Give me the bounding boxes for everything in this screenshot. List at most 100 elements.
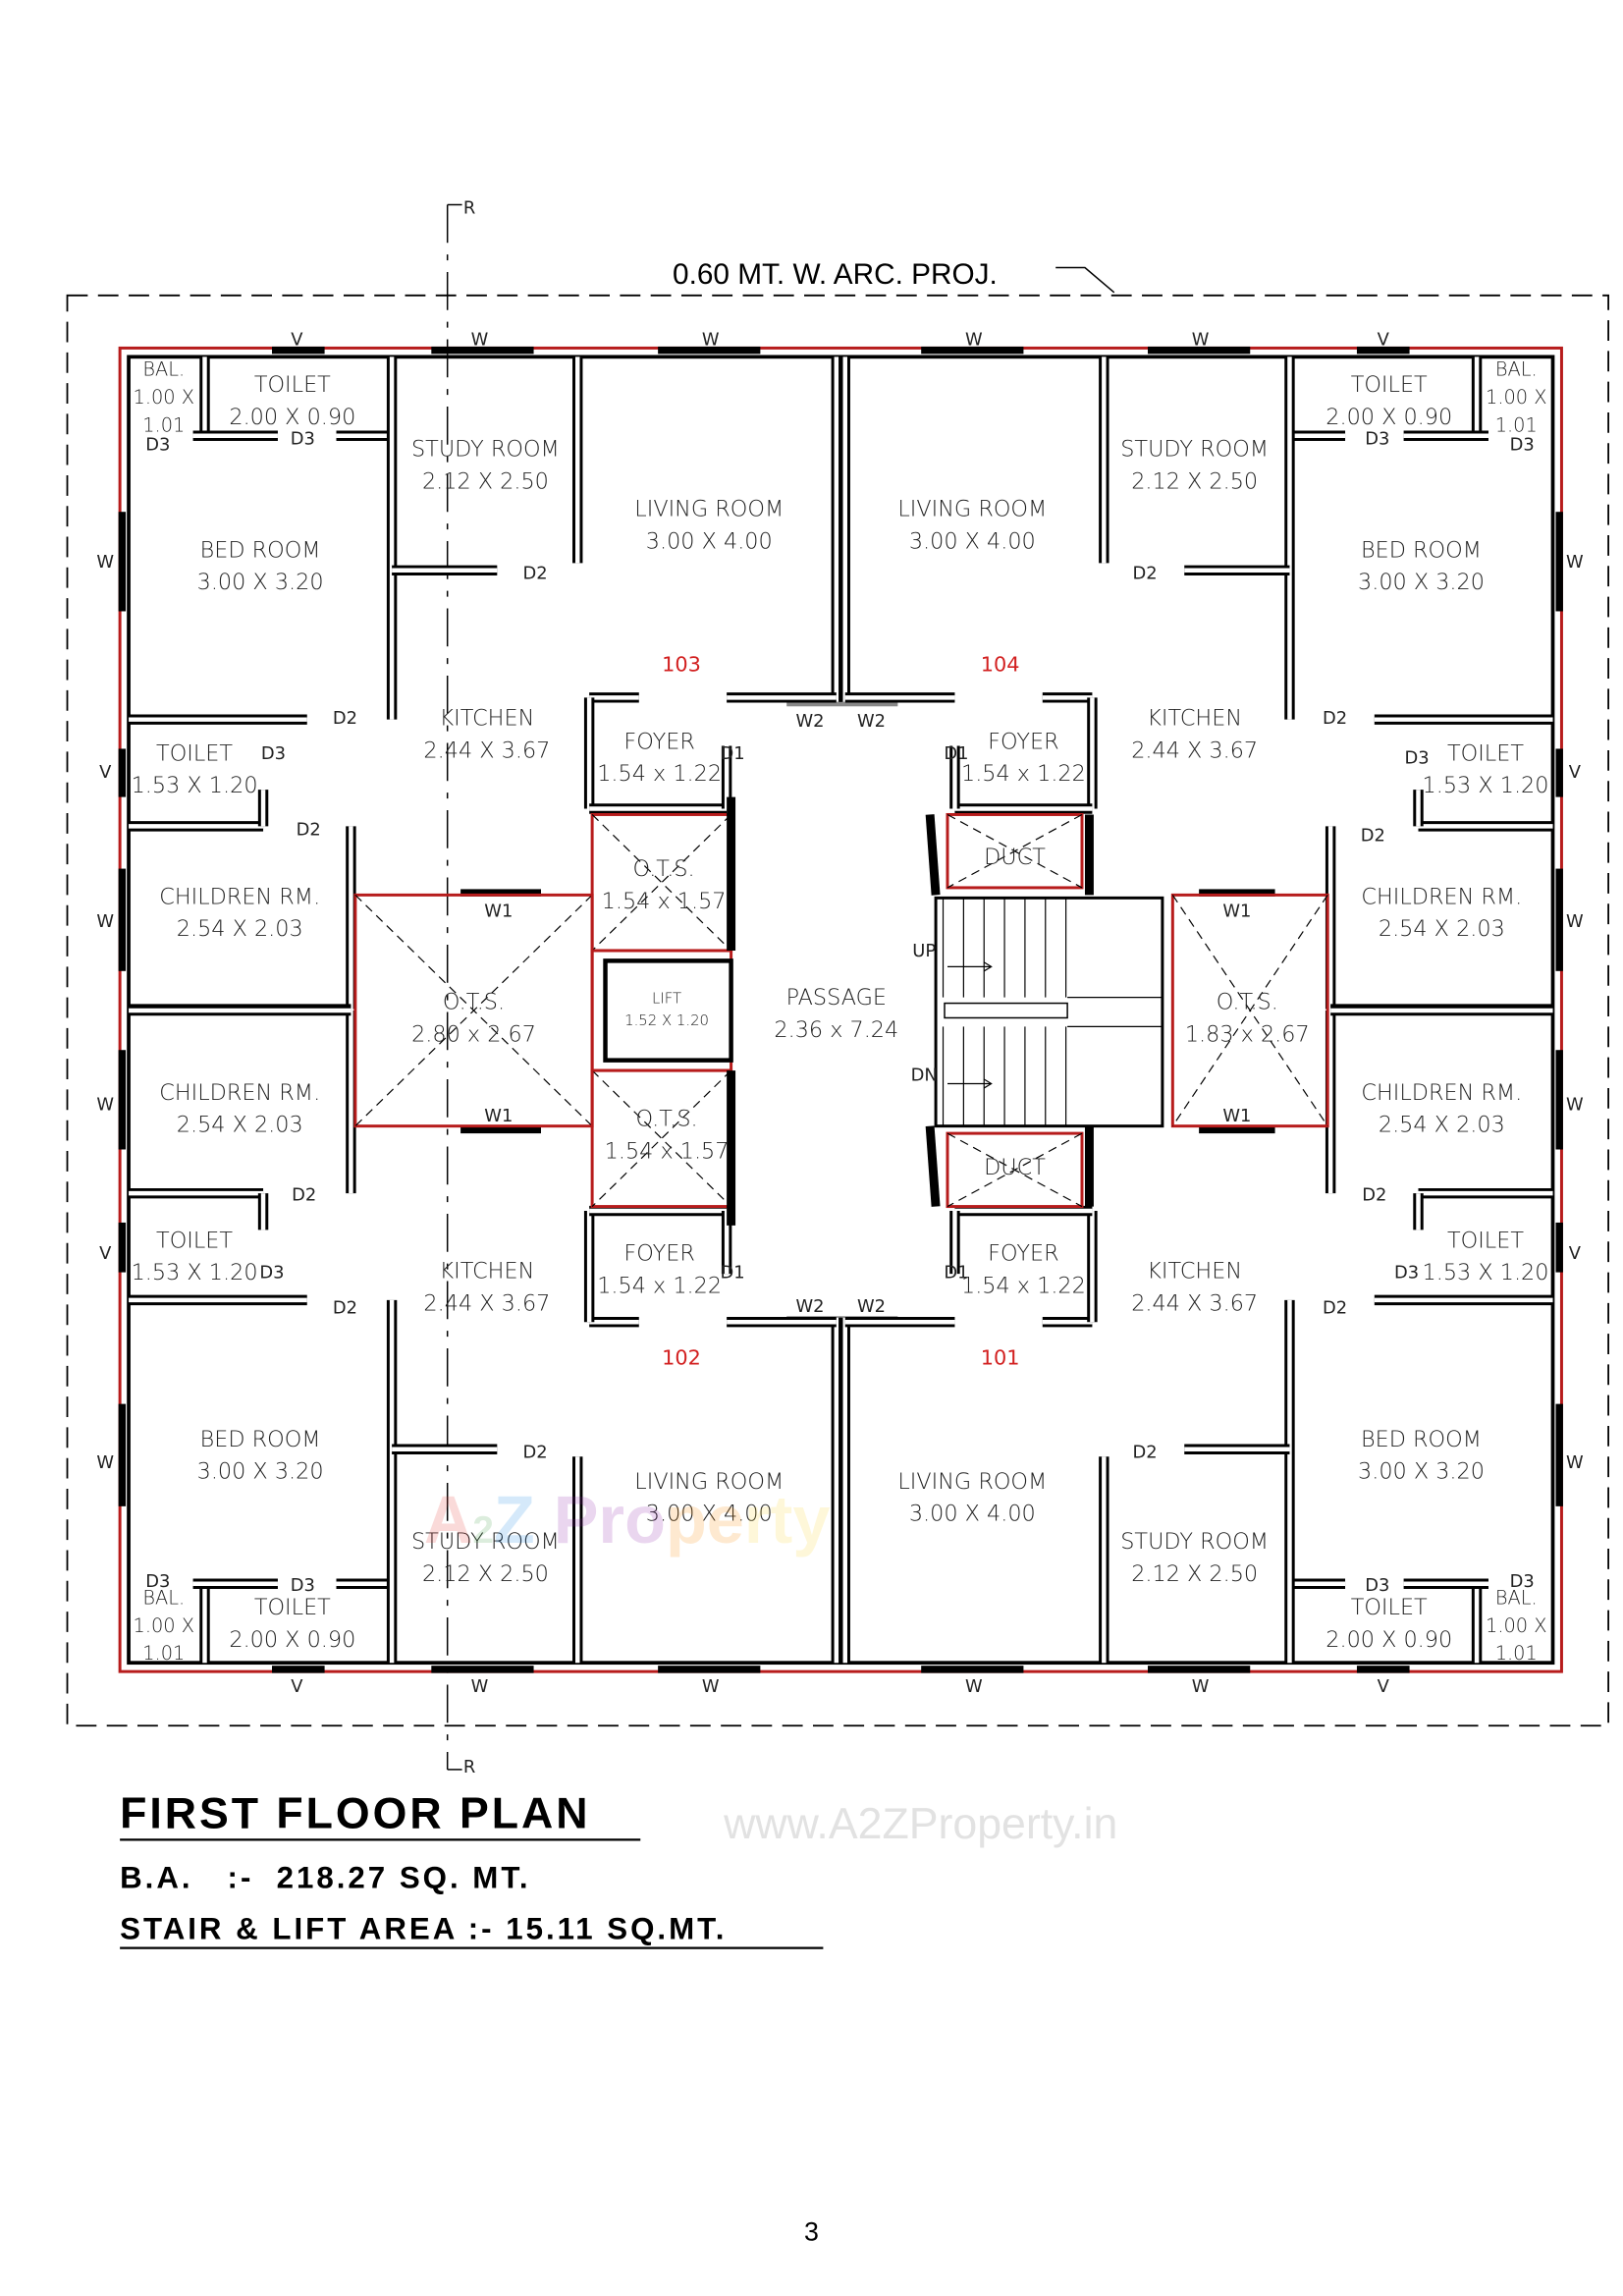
arrow-down-icon [947, 1078, 993, 1089]
room-label-living-room-size: 3.00 X 4.00 [646, 1502, 773, 1527]
room-label-lift: LIFT [652, 990, 681, 1008]
window [921, 1666, 1024, 1673]
mark-v: V [1378, 1676, 1390, 1697]
room-label-bed-room-size: 3.00 X 3.20 [1358, 1459, 1485, 1485]
mark-v: V [291, 1676, 303, 1697]
room-label-bal-size: 1.00 X [1486, 386, 1546, 409]
room-label-kitchen-size: 2.44 X 3.67 [1131, 1290, 1258, 1316]
mark-d3: D3 [1365, 429, 1389, 450]
mark-d1: D1 [721, 743, 745, 764]
mark-d2: D2 [522, 1443, 547, 1463]
room-label-o-t-s-size: 1.83 x 2.67 [1185, 1021, 1310, 1047]
room-label-study-room: STUDY ROOM [411, 437, 560, 463]
projection-note: 0.60 MT. W. ARC. PROJ. [673, 258, 998, 291]
room-label-toilet-size: 1.53 X 1.20 [1423, 1260, 1549, 1285]
room-label-bed-room: BED ROOM [1361, 1427, 1482, 1452]
window [1555, 748, 1563, 797]
mark-d2: D2 [522, 564, 547, 584]
duct-top-cross [947, 813, 1083, 889]
room-label-toilet: TOILET [156, 740, 233, 766]
window [1555, 1222, 1563, 1273]
room-label-children-rm: CHILDREN RM. [1361, 884, 1522, 909]
mark-w: W [96, 1094, 114, 1115]
mark-v: V [291, 329, 303, 350]
outer-wall-red [118, 346, 1563, 1673]
window-w1 [460, 889, 542, 897]
mark-d3: D3 [145, 1571, 170, 1592]
room-label-kitchen-size: 2.44 X 3.67 [423, 1290, 550, 1316]
ots-small-bottom-cross [591, 1069, 732, 1207]
window [118, 1050, 127, 1150]
room-label-bal-size: 1.01 [1495, 413, 1538, 436]
room-label-study-room: STUDY ROOM [1120, 437, 1269, 463]
mark-d3: D3 [1404, 747, 1429, 768]
mark-w: W [1566, 1452, 1584, 1473]
window [118, 748, 127, 797]
mark-d1: D1 [944, 1263, 968, 1284]
room-label-children-rm: CHILDREN RM. [1361, 1080, 1522, 1106]
window [118, 1403, 127, 1506]
room-label-children-rm-size: 2.54 X 2.03 [177, 916, 303, 942]
room-label-children-rm-size: 2.54 X 2.03 [1379, 916, 1505, 942]
room-label-toilet: TOILET [254, 372, 331, 398]
room-label-kitchen-size: 2.44 X 3.67 [423, 738, 550, 763]
mark-d2: D2 [1323, 708, 1347, 729]
duct-bottom [946, 1131, 1084, 1209]
page-number: 3 [804, 2216, 819, 2246]
room-label-foyer: FOYER [623, 1241, 694, 1267]
room-label-o-t-s: O.T.S. [443, 990, 505, 1015]
room-label-foyer-size: 1.54 x 1.22 [961, 761, 1086, 787]
room-label-study-room: STUDY ROOM [1120, 1529, 1269, 1555]
window [1555, 868, 1563, 971]
mark-d3: D3 [145, 435, 170, 456]
mark-v: V [99, 762, 112, 783]
room-label-children-rm-size: 2.54 X 2.03 [1379, 1113, 1505, 1138]
core-wall [925, 814, 941, 896]
window [1555, 512, 1563, 612]
ots-large-left-cross [354, 894, 593, 1127]
mark-v: V [1378, 329, 1390, 350]
window [431, 346, 534, 355]
room-label-living-room: LIVING ROOM [634, 1469, 784, 1495]
mark-w1: W1 [1222, 902, 1251, 922]
mark-d3: D3 [259, 1263, 284, 1284]
mark-w: W [96, 1452, 114, 1473]
mark-w: W [965, 329, 983, 350]
room-label-bal-size: 1.00 X [134, 386, 194, 409]
projection-leader [1055, 266, 1115, 294]
room-label-children-rm: CHILDREN RM. [159, 884, 320, 909]
room-label-toilet-size: 2.00 X 0.90 [1325, 1627, 1452, 1653]
stair-lift-area: STAIR & LIFT AREA :- 15.11 SQ.MT. [120, 1912, 727, 1946]
window [118, 868, 127, 971]
mark-d3: D3 [291, 429, 315, 450]
room-label-toilet: TOILET [1447, 740, 1524, 766]
room-label-toilet: TOILET [1351, 372, 1428, 398]
mark-d2: D2 [333, 1297, 357, 1318]
room-label-toilet-size: 1.53 X 1.20 [132, 1260, 258, 1285]
room-label-kitchen: KITCHEN [1147, 1259, 1242, 1285]
mark-w: W [1566, 911, 1584, 932]
mark-d3: D3 [1510, 435, 1535, 456]
room-label-study-room-size: 2.12 X 2.50 [1131, 1561, 1258, 1587]
unit-number: 104 [981, 653, 1020, 677]
walls-layer [129, 356, 1553, 1664]
duct-bottom-cross [947, 1132, 1083, 1208]
window [118, 1222, 127, 1273]
room-label-duct: DUCT [984, 1155, 1046, 1180]
room-label-bed-room-size: 3.00 X 3.20 [1358, 570, 1485, 595]
core-wall [925, 1125, 941, 1207]
mark-d3: D3 [1365, 1575, 1389, 1596]
mark-w: W [1192, 329, 1210, 350]
built-area: B.A. :- 218.27 SQ. MT. [120, 1861, 530, 1895]
window [1356, 346, 1410, 355]
room-label-bal: BAL. [1495, 1587, 1538, 1610]
room-label-bed-room: BED ROOM [200, 1427, 321, 1452]
mark-d1: D1 [944, 743, 968, 764]
mark-w: W [1566, 1094, 1584, 1115]
window-w1 [1199, 889, 1275, 897]
mark-d2: D2 [292, 1185, 316, 1206]
room-label-toilet-size: 2.00 X 0.90 [1325, 405, 1452, 430]
room-label-foyer-size: 1.54 x 1.22 [961, 1273, 1086, 1298]
room-label-foyer: FOYER [988, 1241, 1058, 1267]
window-w1 [460, 1125, 542, 1134]
